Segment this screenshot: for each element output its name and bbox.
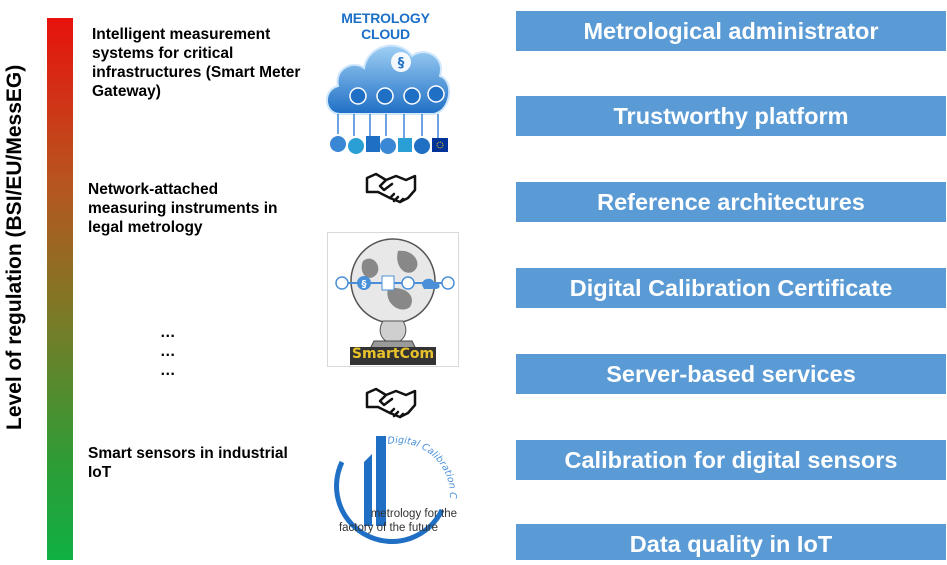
handshake-icon	[365, 387, 417, 419]
service-metrological-administrator: Metrological administrator	[516, 11, 946, 51]
factory-caption-line1: metrology for the	[370, 508, 457, 520]
category-ellipsis: … … …	[160, 324, 176, 379]
category-legal-metrology-instruments: Network-attached measuring instruments i…	[88, 181, 278, 236]
service-digital-calibration-certificate: Digital Calibration Certificate	[516, 268, 946, 308]
factory-caption-line2: factory of the future	[338, 522, 439, 534]
service-trustworthy-platform: Trustworthy platform	[516, 96, 946, 136]
service-calibration-digital-sensors: Calibration for digital sensors	[516, 440, 946, 480]
service-server-based-services: Server-based services	[516, 354, 946, 394]
cloud-icon: §	[326, 44, 450, 154]
regulation-axis-label: Level of regulation (BSI/EU/MessEG)	[3, 64, 26, 430]
service-data-quality-iot: Data quality in IoT	[516, 524, 946, 560]
category-smart-meter-gateway: Intelligent measurement systems for crit…	[92, 26, 301, 100]
smartcom-label: SmartCom	[351, 346, 435, 362]
smartcom-image: § SmartCom	[327, 232, 459, 367]
service-reference-architectures: Reference architectures	[516, 182, 946, 222]
handshake-icon	[365, 172, 417, 204]
regulation-gradient-bar	[47, 18, 73, 560]
svg-text:§: §	[398, 56, 405, 71]
metrology-cloud-title: METROLOGY CLOUD	[341, 10, 430, 42]
factory-towers-icon: Digital Calibration Confidence Data qual…	[318, 424, 458, 544]
category-industrial-iot-sensors: Smart sensors in industrial IoT	[88, 445, 288, 481]
metrology-cloud-image: METROLOGY CLOUD §	[318, 10, 453, 158]
metrology-factory-logo: Digital Calibration Confidence Data qual…	[318, 424, 458, 560]
atlas-globe-icon: §	[335, 238, 455, 365]
svg-text:§: §	[362, 279, 367, 290]
